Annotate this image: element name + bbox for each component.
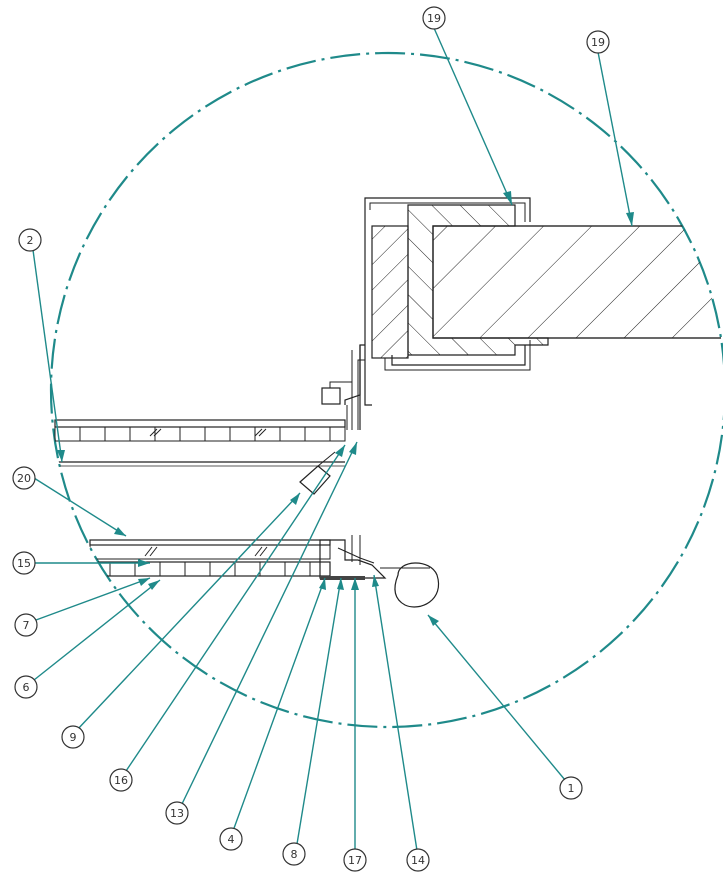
leader-19a [433, 27, 513, 206]
connector-fitting [299, 465, 331, 495]
callout-label-15: 15 [17, 557, 31, 570]
callout-label-2: 2 [27, 234, 34, 247]
callout-20: 20 [12, 466, 36, 490]
leader-arrowheads [57, 191, 634, 626]
leader-14 [373, 574, 419, 858]
detail-boundary-circle [50, 52, 723, 728]
callout-4: 4 [219, 827, 243, 851]
callout-16: 16 [109, 768, 133, 792]
outer-post-upper [371, 225, 409, 359]
sash-profile [344, 344, 365, 405]
leader-2 [32, 249, 63, 463]
callout-9: 9 [61, 725, 85, 749]
callout-label-1: 1 [568, 782, 575, 795]
callout-label-4: 4 [228, 833, 235, 846]
callout-label-9: 9 [70, 731, 77, 744]
callout-6: 6 [14, 675, 38, 699]
callout-label-7: 7 [23, 619, 30, 632]
callouts: 19 19 2 20 15 7 6 9 [12, 6, 610, 872]
leader-19b [597, 51, 633, 227]
leader-7 [35, 577, 151, 621]
callout-2: 2 [18, 228, 42, 252]
leader-lines [32, 27, 633, 858]
cladding-profile [364, 197, 531, 222]
callout-13: 13 [165, 801, 189, 825]
callout-7: 7 [14, 613, 38, 637]
callout-8: 8 [282, 842, 306, 866]
callout-1: 1 [559, 776, 583, 800]
callout-label-8: 8 [291, 848, 298, 861]
callout-label-14: 14 [411, 854, 425, 867]
lower-glazing [89, 539, 331, 546]
callout-15: 15 [12, 551, 36, 575]
leader-13 [180, 441, 358, 807]
callout-19a: 19 [422, 6, 446, 30]
callout-label-6: 6 [23, 681, 30, 694]
leader-6 [33, 579, 161, 681]
wall-block [432, 225, 723, 339]
callout-19b: 19 [586, 30, 610, 54]
gasket-bulb [394, 562, 440, 608]
callout-label-17: 17 [348, 854, 362, 867]
callout-17: 17 [343, 848, 367, 872]
leader-9 [76, 492, 301, 731]
leader-8 [295, 577, 342, 851]
callout-label-19b: 19 [591, 36, 605, 49]
frame-member [407, 204, 549, 356]
upper-glazing [54, 419, 346, 428]
leader-4 [232, 577, 326, 832]
leader-1 [427, 614, 571, 787]
leader-16 [123, 444, 346, 775]
callout-label-20: 20 [17, 472, 31, 485]
outer-post [371, 225, 409, 359]
section-geometry [54, 197, 723, 608]
callout-14: 14 [406, 848, 430, 872]
leader-20 [33, 477, 127, 537]
callout-label-13: 13 [170, 807, 184, 820]
callout-label-16: 16 [114, 774, 128, 787]
callout-label-19a: 19 [427, 12, 441, 25]
